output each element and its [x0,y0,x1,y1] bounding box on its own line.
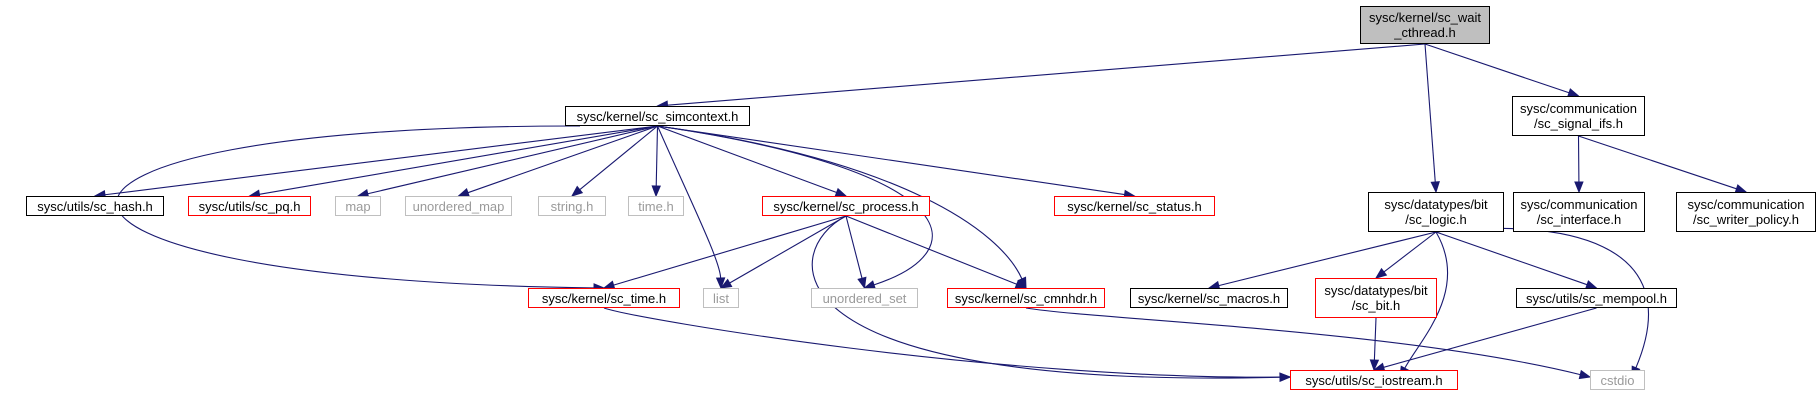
node-status[interactable]: sysc/kernel/sc_status.h [1054,196,1215,216]
node-unordered-set[interactable]: unordered_set [811,288,918,308]
edge-process-to-list [729,215,847,284]
node-writer-policy[interactable]: sysc/communication /sc_writer_policy.h [1676,192,1816,232]
node-list[interactable]: list [703,288,739,308]
edge-arrowhead [1374,267,1388,279]
node-map[interactable]: map [335,196,381,216]
node-hash[interactable]: sysc/utils/sc_hash.h [26,196,164,216]
edge-wait-cthread-to-logic [1424,43,1436,183]
edge-wait-cthread-to-signal-ifs [1424,43,1570,94]
node-cstdio[interactable]: cstdio [1590,370,1645,390]
edge-simcontext-to-hash [104,125,658,196]
edge-sc-bit-to-iostream [1373,317,1377,361]
edge-simcontext-to-pq [259,125,658,195]
node-process[interactable]: sysc/kernel/sc_process.h [762,196,930,216]
node-signal-ifs[interactable]: sysc/communication /sc_signal_ifs.h [1512,96,1645,136]
edge-arrowhead [570,185,584,197]
node-time-h[interactable]: time.h [628,196,684,216]
edge-process-to-cmnhdr [845,215,1017,285]
node-wait-cthread[interactable]: sysc/kernel/sc_wait _cthread.h [1360,6,1490,44]
edge-arrowhead [1430,181,1440,194]
edge-process-to-unordered-set [845,215,863,279]
node-interface[interactable]: sysc/communication /sc_interface.h [1513,192,1645,232]
node-string[interactable]: string.h [538,196,606,216]
node-iostream[interactable]: sysc/utils/sc_iostream.h [1290,370,1458,390]
node-logic[interactable]: sysc/datatypes/bit /sc_logic.h [1368,192,1504,232]
edge-signal-ifs-to-writer-policy [1578,135,1737,190]
edge-arrowhead [719,278,733,289]
edge-simcontext-to-string [579,125,658,191]
node-macros[interactable]: sysc/kernel/sc_macros.h [1130,288,1288,308]
node-mempool[interactable]: sysc/utils/sc_mempool.h [1516,288,1677,308]
edge-arrowhead [1369,359,1380,372]
node-simcontext[interactable]: sysc/kernel/sc_simcontext.h [565,106,750,126]
edge-simcontext-to-list [656,125,722,279]
edge-arrowhead [1574,181,1584,194]
edge-mempool-to-iostream [1383,307,1597,368]
edge-cmnhdr-to-cstdio [1025,307,1581,376]
edge-simcontext-to-time-h [655,125,659,187]
edge-sc-time-to-iostream [603,307,1281,378]
node-sc-time[interactable]: sysc/kernel/sc_time.h [528,288,680,308]
dependency-edges [93,43,1748,382]
edge-simcontext-to-unordered-map [467,125,658,194]
edge-process-to-sc-time [613,215,847,286]
edge-wait-cthread-to-simcontext [667,43,1426,106]
edge-logic-to-sc-bit [1383,231,1437,273]
edge-arrowhead [651,185,661,198]
edge-logic-to-mempool [1435,231,1588,286]
edge-arrowhead [857,276,867,290]
node-pq[interactable]: sysc/utils/sc_pq.h [188,196,311,216]
edge-arrowhead [1279,372,1292,382]
edge-simcontext-to-map [367,125,658,195]
edge-arrowhead [715,277,726,290]
edge-logic-to-iostream [1404,231,1449,369]
node-unordered-map[interactable]: unordered_map [405,196,512,216]
node-sc-bit[interactable]: sysc/datatypes/bit /sc_bit.h [1315,278,1437,318]
edge-arrowhead [1578,369,1592,380]
edge-logic-to-macros [1218,231,1437,287]
edge-simcontext-to-process [657,125,837,194]
edge-process-to-iostream [811,215,1281,379]
edge-simcontext-to-status [657,125,1125,196]
node-cmnhdr[interactable]: sysc/kernel/sc_cmnhdr.h [947,288,1105,308]
